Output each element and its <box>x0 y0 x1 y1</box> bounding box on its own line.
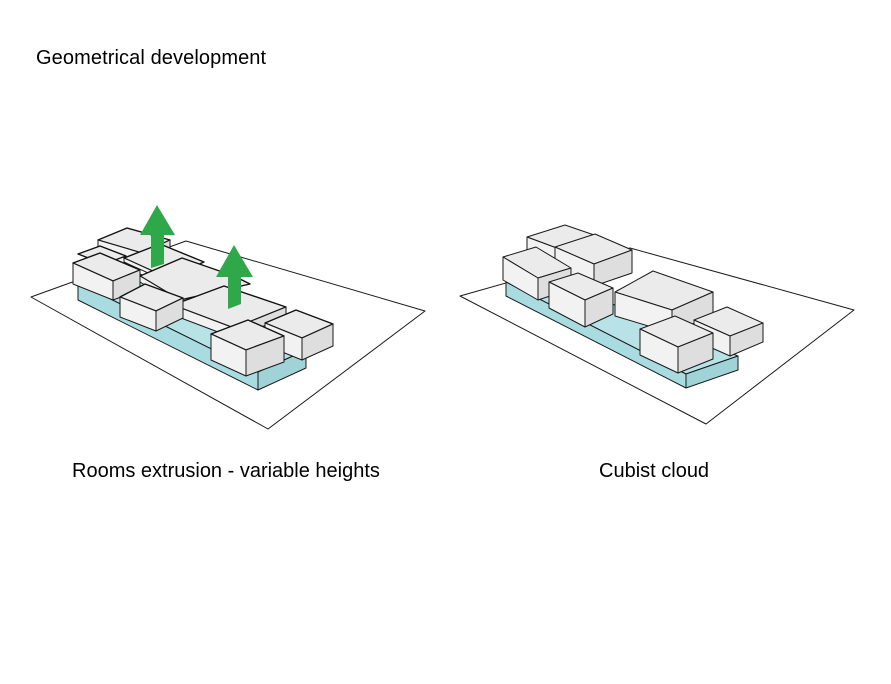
cubist-cloud-diagram <box>459 224 855 425</box>
caption-rooms-extrusion: Rooms extrusion - variable heights <box>72 460 380 482</box>
room-box <box>72 252 141 301</box>
rooms-extrusion-diagram <box>30 205 426 430</box>
diagram-title: Geometrical development <box>36 47 267 69</box>
extrusion-arrow-icon <box>140 205 175 268</box>
room-box <box>210 319 285 377</box>
room-box <box>119 283 184 332</box>
cube-box <box>548 272 614 328</box>
cube-box <box>639 315 714 374</box>
caption-cubist-cloud: Cubist cloud <box>599 460 710 482</box>
extrusion-arrow-icon <box>216 245 253 309</box>
